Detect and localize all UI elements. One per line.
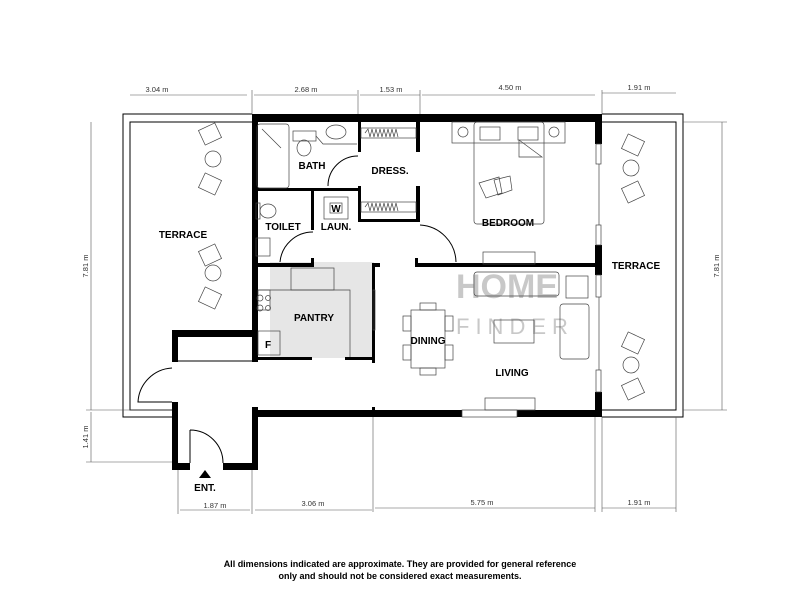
toilet-fixtures	[255, 202, 277, 257]
right-terrace	[602, 113, 684, 418]
label-laundry: LAUN.	[321, 222, 352, 233]
dim-bottom-3: 5.75 m	[471, 498, 494, 507]
fridge-label: F	[265, 340, 271, 351]
doors	[137, 155, 457, 464]
washing-machine: W	[323, 196, 349, 220]
dim-bottom-2: 3.06 m	[302, 499, 325, 508]
label-living: LIVING	[495, 368, 529, 379]
terrace-chairs	[197, 122, 646, 401]
dim-top-1: 3.04 m	[146, 85, 169, 94]
dim-top-2: 2.68 m	[295, 85, 318, 94]
dim-left-1: 7.81 m	[81, 255, 90, 278]
dim-top-4: 4.50 m	[499, 83, 522, 92]
living-furniture	[473, 271, 590, 411]
kitchen-fixtures: F	[256, 267, 351, 357]
washer-label: W	[331, 204, 341, 215]
watermark: HOME FINDER	[270, 262, 574, 358]
disclaimer-line-2: only and should not be considered exact …	[278, 571, 521, 581]
wardrobe-bottom	[360, 201, 417, 213]
bathtub	[256, 123, 290, 189]
dining-table	[402, 302, 454, 376]
label-pantry: PANTRY	[294, 313, 334, 324]
dim-left-2: 1.41 m	[81, 426, 90, 449]
label-entrance: ENT.	[194, 483, 216, 494]
entrance-arrow-icon	[199, 470, 211, 478]
disclaimer-line-1: All dimensions indicated are approximate…	[224, 559, 577, 569]
label-dining: DINING	[411, 336, 446, 347]
dim-bottom-4: 1.91 m	[628, 498, 651, 507]
dimension-lines	[86, 90, 727, 514]
left-terrace	[122, 113, 252, 418]
bed	[451, 121, 566, 265]
label-bedroom: BEDROOM	[482, 218, 534, 229]
watermark-finder: FINDER	[456, 314, 574, 339]
label-dress: DRESS.	[371, 166, 408, 177]
walls	[172, 114, 602, 470]
label-terrace-right: TERRACE	[612, 261, 661, 272]
dim-top-5: 1.91 m	[628, 83, 651, 92]
label-bath: BATH	[298, 161, 325, 172]
dim-top-3: 1.53 m	[380, 85, 403, 94]
watermark-home: HOME	[456, 268, 558, 306]
wardrobe-top	[360, 127, 417, 139]
label-terrace-left: TERRACE	[159, 230, 208, 241]
dim-bottom-1: 1.87 m	[204, 501, 227, 510]
label-toilet: TOILET	[265, 222, 300, 233]
dim-right-1: 7.81 m	[712, 255, 721, 278]
bath-toilet	[292, 124, 357, 157]
watermark-logo	[270, 262, 374, 358]
